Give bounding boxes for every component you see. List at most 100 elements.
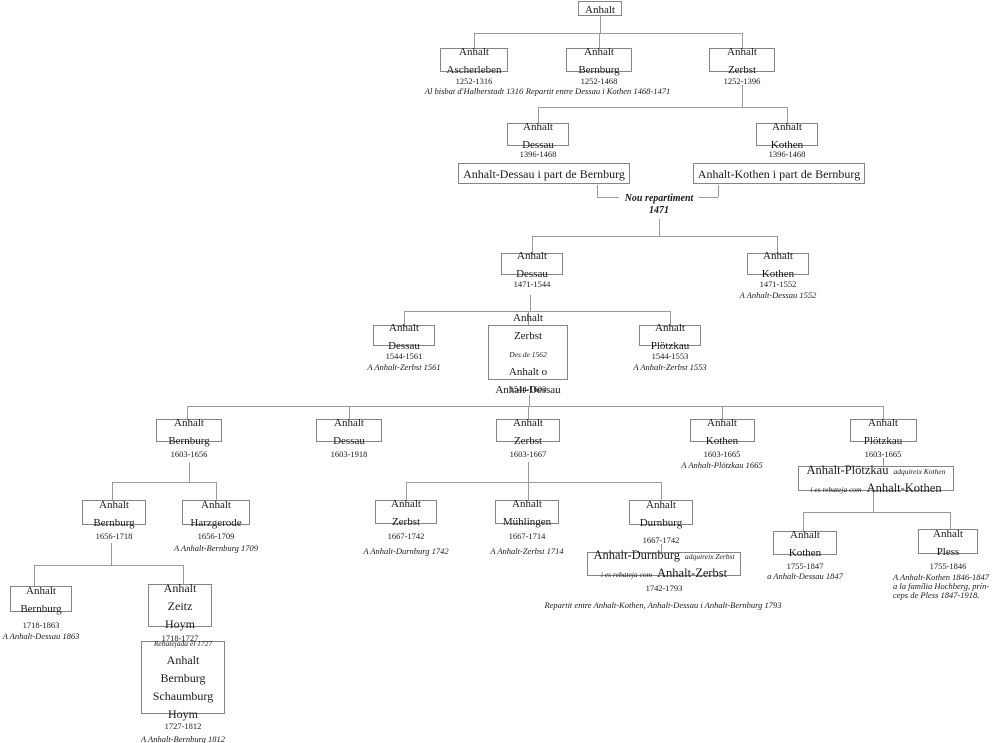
node-label: Kothen [770, 138, 804, 151]
connector-line [112, 482, 216, 483]
node-label: Anhalt [201, 498, 231, 511]
connector-line [112, 482, 113, 500]
connector-line [883, 458, 884, 466]
node-label: Kothen [705, 434, 739, 447]
connector-line [406, 482, 661, 483]
note-label: A Anhalt-Durnburg 1742 [363, 546, 449, 556]
date-label: 1667-1742 [642, 535, 680, 545]
connector-line [183, 565, 184, 584]
node-label: Anhalt [517, 250, 547, 262]
node-label: Ascherleben [446, 64, 502, 76]
connector-line [404, 311, 405, 325]
date-label: 1718-1727 [161, 633, 199, 643]
note-label: a la família Hochberg, prín- [893, 581, 990, 591]
node-label: Durnburg [639, 516, 683, 529]
date-label: 1603-1656 [170, 449, 208, 459]
node-label: Anhalt-Plötzkau [806, 462, 889, 477]
note-label: Repartit entre Anhalt-Kothen, Anhalt-Des… [544, 600, 782, 610]
node-label: Anhalt-Kothen [866, 480, 942, 495]
connector-line [718, 185, 719, 197]
node-label: Zerbst [513, 329, 543, 342]
node-label: Dessau [388, 339, 420, 352]
node-label: Plötzkau [650, 339, 690, 352]
date-label: 1667-1714 [508, 531, 546, 541]
connector-line [187, 406, 188, 419]
connector-line [742, 33, 743, 48]
date-label: 1755-1847 [786, 561, 824, 571]
connector-line [597, 197, 619, 198]
node-label: Mühlingen [502, 516, 552, 528]
date-label: 1603-1665 [864, 449, 902, 459]
date-label: 1252-1396 [723, 76, 761, 86]
node-label: Anhalt [513, 311, 543, 324]
connector-line [349, 406, 350, 419]
connector-line [699, 197, 718, 198]
node-label: Anhalt-Dessau i part de Bernburg [463, 166, 625, 181]
date-label: 1252-1468 [580, 76, 618, 86]
node-label: Bernburg [160, 670, 206, 685]
node-anhalt-kothen-part-bernburg: Anhalt-Kothen i part de Bernburg [693, 163, 865, 184]
note-label: A Anhalt-Plötzkau 1665 [681, 460, 763, 470]
node-label: Anhalt-Kothen i part de Bernburg [697, 166, 861, 181]
connector-line [787, 107, 788, 123]
connector-line [528, 462, 529, 482]
heading-label: 1471 [649, 205, 669, 216]
node-label: Anhalt [459, 46, 489, 58]
node-label: Anhalt-Durnburg [593, 548, 681, 562]
date-label: 1667-1742 [387, 531, 425, 541]
date-label: 1718-1863 [22, 620, 60, 630]
node-label: Anhalt [174, 416, 204, 429]
node-label: Anhalt [868, 416, 898, 429]
node-label: Bernburg [20, 603, 62, 615]
connector-line [722, 406, 723, 419]
connector-line [406, 482, 407, 500]
node-label: Zerbst [727, 64, 757, 76]
node-label: Anhalt [790, 529, 820, 541]
date-label: 1727-1812 [164, 721, 202, 731]
connector-line [474, 33, 475, 48]
node-label: Zerbst [391, 516, 421, 528]
node-label: Anhalt [166, 652, 200, 667]
node-label: Des de 1562 [509, 349, 547, 359]
note-label: A Anhalt-Zerbst 1714 [490, 546, 564, 556]
node-label: Anhalt-Dessau [495, 383, 561, 396]
date-label: 1544-1603 [509, 384, 547, 394]
date-label: 1755-1846 [929, 561, 967, 571]
node-label: Schaumburg [152, 688, 214, 703]
connector-line [661, 544, 662, 552]
node-label: Anhalt [646, 498, 676, 511]
node-label: Anhalt [513, 416, 543, 429]
connector-line [661, 482, 662, 500]
connector-line [777, 236, 778, 253]
connector-line [538, 107, 787, 108]
date-label: 1396-1468 [768, 149, 806, 159]
connector-line [532, 236, 777, 237]
connector-line [597, 185, 598, 197]
connector-line [530, 295, 531, 311]
connector-line [600, 15, 601, 33]
note-label: A Anhalt-Bernburg 1812 [141, 734, 225, 743]
node-label: Anhalt [707, 416, 737, 429]
date-label: 1396-1468 [519, 149, 557, 159]
node-label: Rebatejada el 1727 [153, 638, 213, 648]
connector-line [803, 512, 804, 531]
note-label: A Anhalt-Dessau 1552 [739, 290, 817, 300]
node-label: Anhalt o [508, 365, 548, 378]
node-label: Anhalt [391, 498, 421, 510]
node-label: adquireix Kothen [893, 466, 946, 476]
